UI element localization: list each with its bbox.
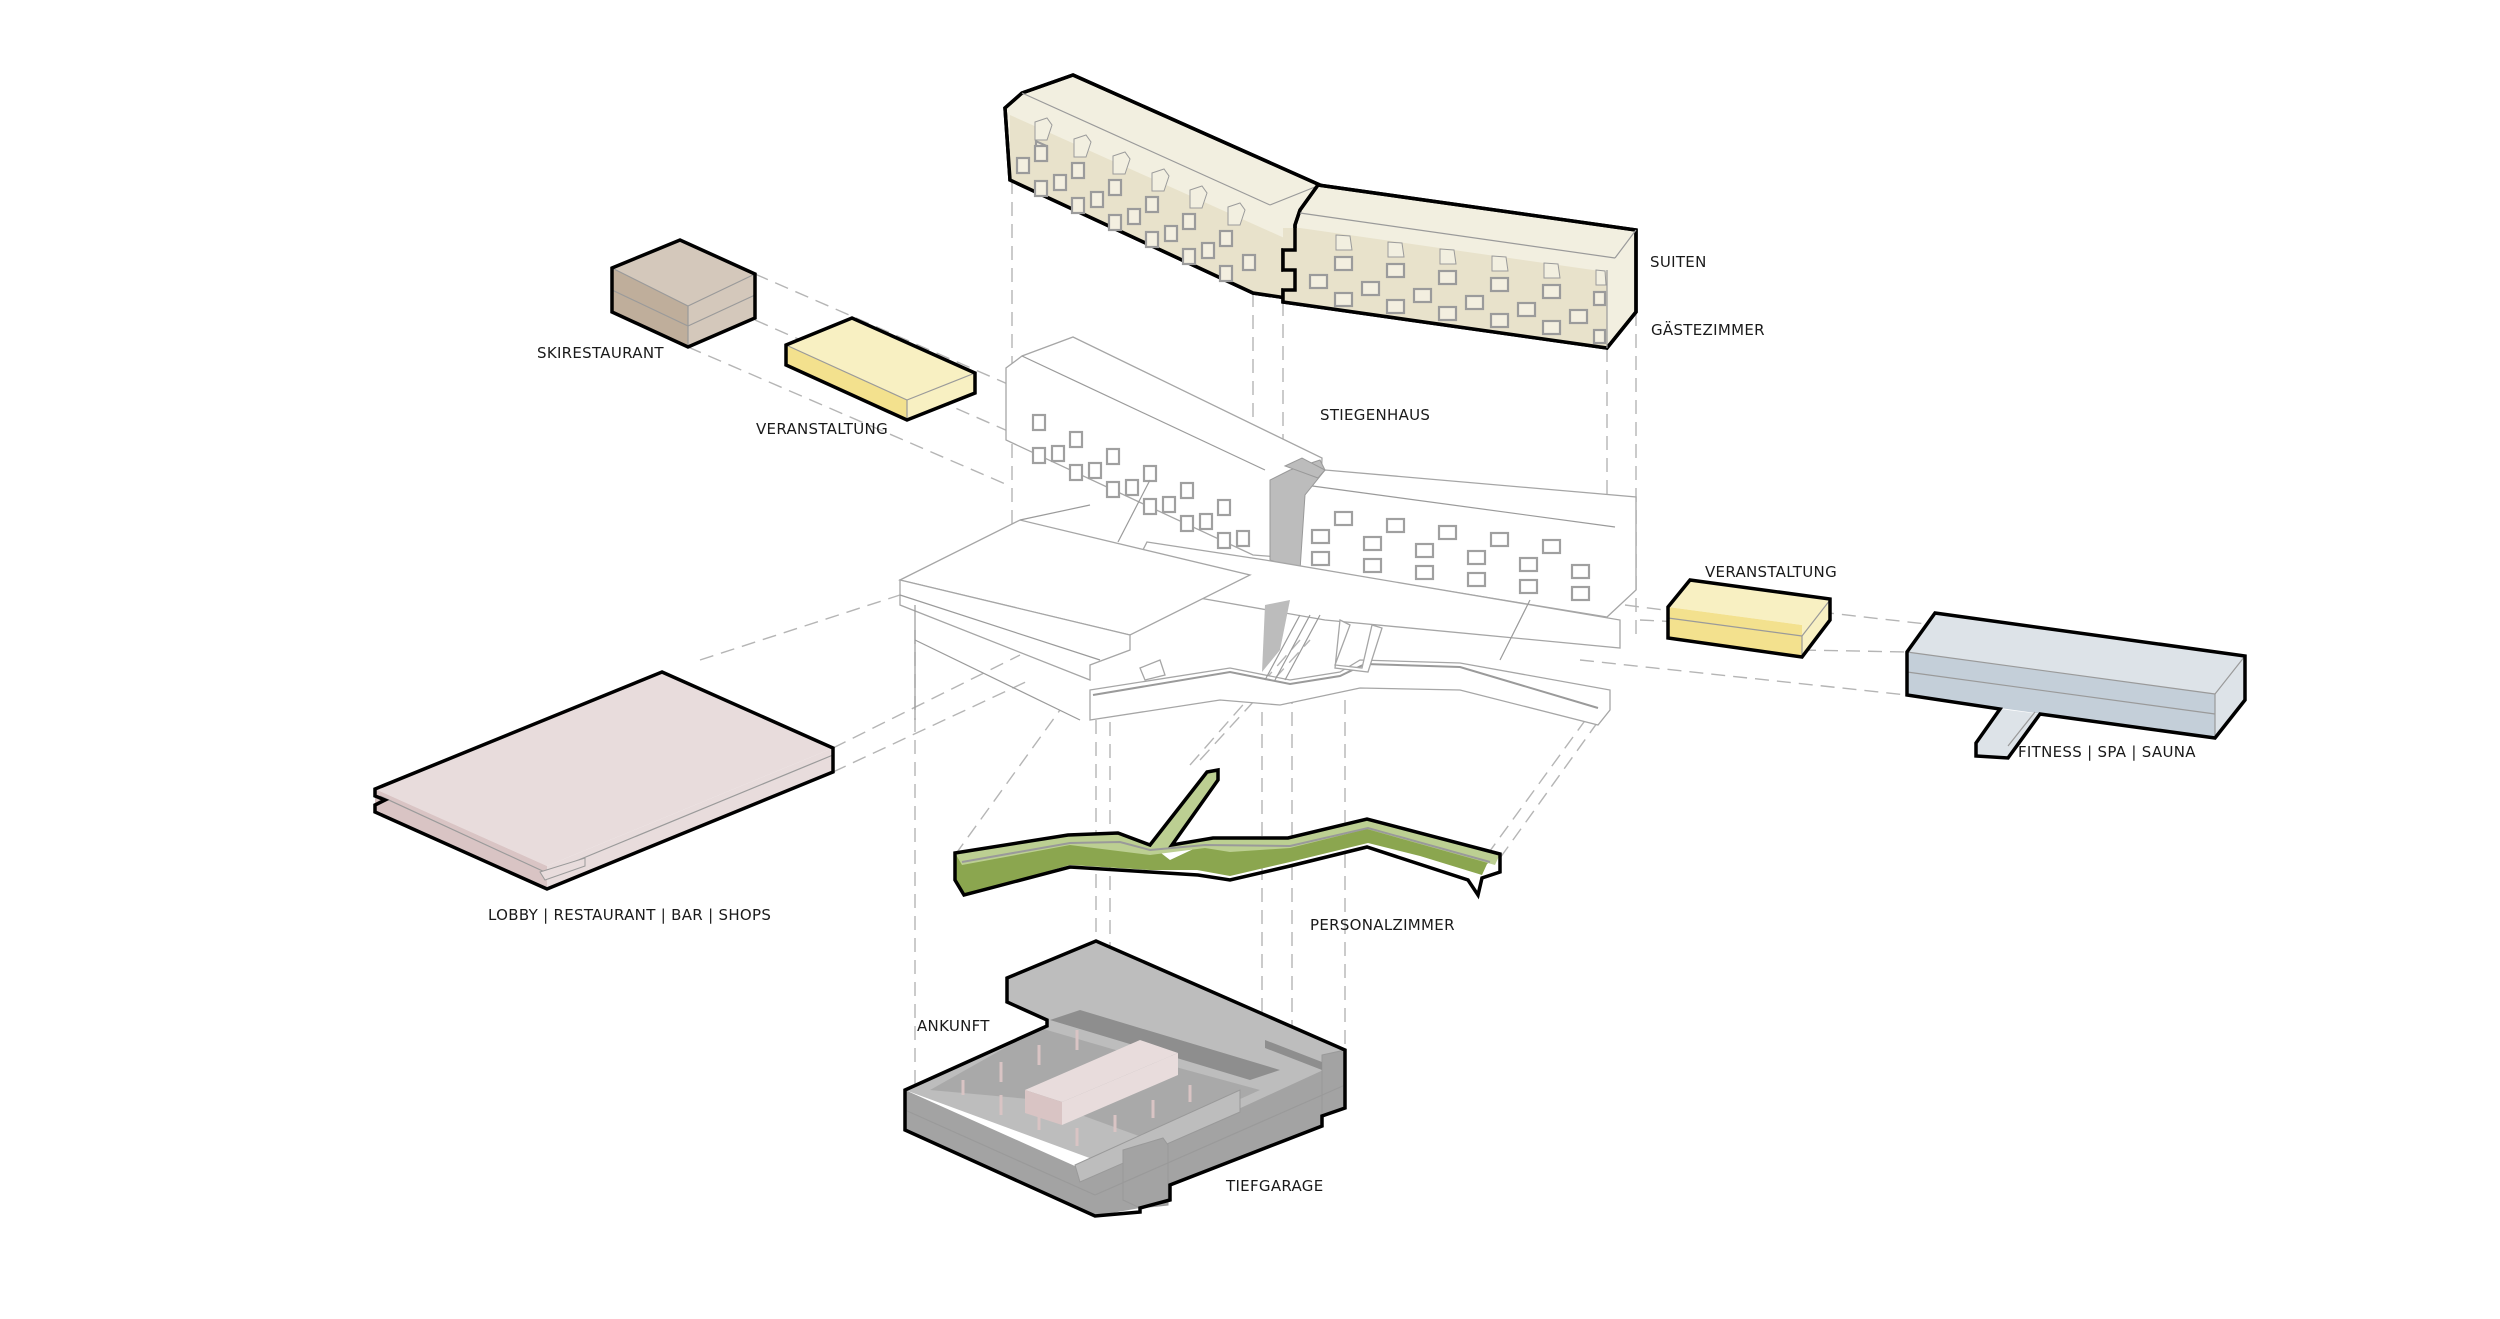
label-lobby: LOBBY | RESTAURANT | BAR | SHOPS [488,906,771,924]
label-gaestezimmer: GÄSTEZIMMER [1651,320,1765,339]
lobby-block [373,670,835,891]
label-ankunft: ANKUNFT [917,1017,990,1035]
label-stiegenhaus: STIEGENHAUS [1320,406,1430,424]
label-skirestaurant: SKIRESTAURANT [537,344,664,362]
label-fitness-spa-sauna: FITNESS | SPA | SAUNA [2018,743,2196,761]
veranstaltung-left-block [784,316,977,422]
skirestaurant-block [610,238,757,349]
label-suiten: SUITEN [1650,253,1707,271]
label-personalzimmer: PERSONALZIMMER [1310,916,1455,934]
veranstaltung-right-block [1666,578,1832,659]
suiten-block [1003,73,1638,350]
label-tiefgarage: TIEFGARAGE [1225,1177,1324,1195]
label-veranstaltung-right: VERANSTALTUNG [1705,563,1837,581]
projection-lines [687,180,1936,1090]
fitness-spa-sauna-block [1905,611,2247,760]
tiefgarage-block [903,939,1347,1218]
right-wing-windows [1308,234,1607,345]
stiegenhaus-core [1269,459,1326,571]
label-veranstaltung-left: VERANSTALTUNG [756,420,888,438]
wireframe-ground-floor [898,336,1637,726]
personalzimmer-block [953,767,1502,900]
